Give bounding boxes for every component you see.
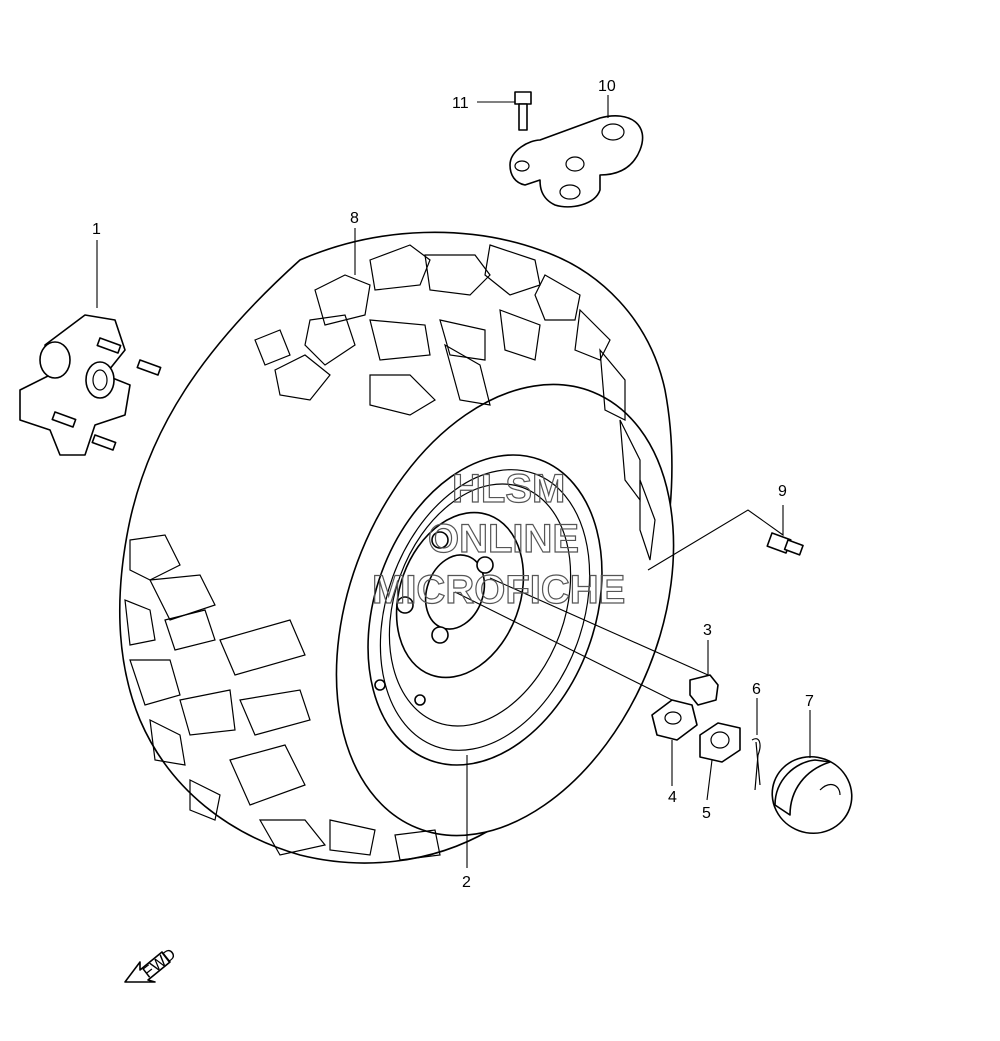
callout-8: 8 xyxy=(350,210,359,227)
callout-10: 10 xyxy=(598,78,616,95)
callout-7: 7 xyxy=(805,693,814,710)
watermark-line-2: ONLINE xyxy=(428,517,579,561)
callout-3: 3 xyxy=(703,622,712,639)
watermark-line-3: MICROFICHE xyxy=(372,568,625,612)
washer[interactable] xyxy=(651,699,698,741)
callout-2: 2 xyxy=(462,874,471,891)
wheel-hub[interactable] xyxy=(19,314,162,456)
wheel-rim[interactable] xyxy=(327,422,643,798)
valve-stem[interactable] xyxy=(766,532,804,556)
callout-1: 1 xyxy=(92,221,101,238)
forward-direction-arrow: FWD xyxy=(124,946,179,983)
callout-4: 4 xyxy=(668,789,677,806)
mounting-bracket[interactable] xyxy=(509,115,644,208)
callout-11: 11 xyxy=(452,95,469,112)
watermark-line-1: HLSM xyxy=(452,467,565,511)
callout-5: 5 xyxy=(702,805,711,822)
callout-9: 9 xyxy=(778,483,787,500)
fwd-label: FWD xyxy=(140,946,179,982)
cotter-pin[interactable] xyxy=(751,738,761,791)
leader-lines xyxy=(96,95,811,868)
castle-nut[interactable] xyxy=(699,722,741,763)
callout-6: 6 xyxy=(752,681,761,698)
wheel-nut[interactable] xyxy=(689,674,719,706)
bracket-bolt[interactable] xyxy=(514,91,532,131)
hub-cap[interactable] xyxy=(761,746,862,845)
watermark: HLSM ONLINE MICROFICHE xyxy=(371,466,626,612)
